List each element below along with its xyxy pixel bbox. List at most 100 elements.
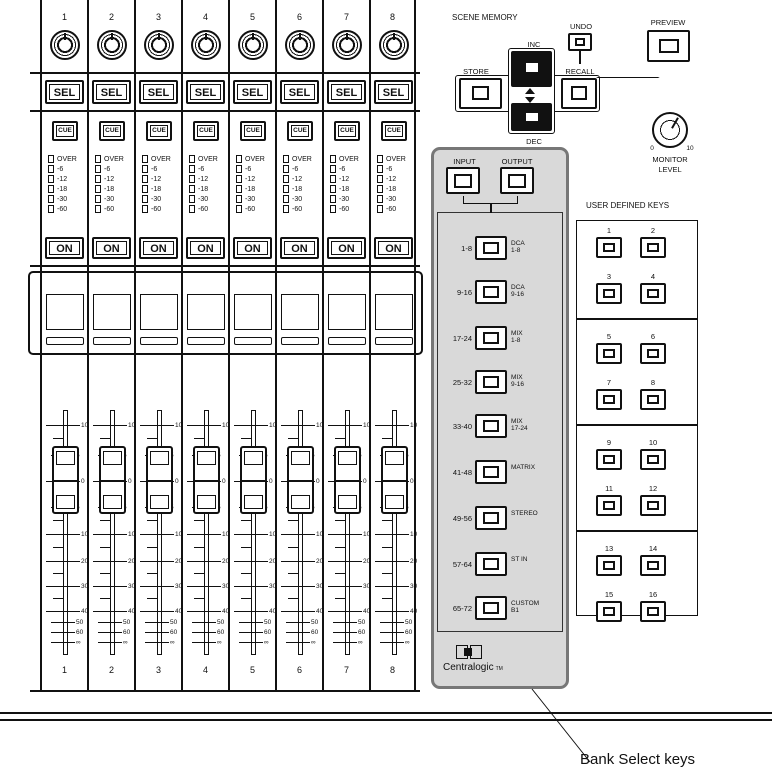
bank-select-button[interactable]	[475, 460, 507, 484]
sel-button[interactable]: SEL	[45, 80, 84, 104]
user-key-button[interactable]	[596, 555, 622, 576]
cue-button[interactable]: CUE	[146, 121, 172, 141]
fader-scale-label: 10	[128, 422, 136, 429]
fader-scale-label: 30	[222, 583, 230, 590]
channel-encoder-knob[interactable]	[191, 30, 221, 60]
fader-scale-tick	[328, 425, 362, 426]
channel-encoder-knob[interactable]	[50, 30, 80, 60]
cue-button[interactable]: CUE	[381, 121, 407, 141]
user-key-button[interactable]	[640, 389, 666, 410]
sel-label: SEL	[96, 84, 127, 100]
fader-knob[interactable]	[193, 446, 220, 514]
user-key-button[interactable]	[640, 449, 666, 470]
channel-encoder-knob[interactable]	[144, 30, 174, 60]
bank-input-button[interactable]	[446, 167, 480, 194]
cue-button[interactable]: CUE	[99, 121, 125, 141]
fader-minor-tick	[100, 520, 110, 521]
fader-scale-label: 60	[217, 629, 225, 636]
recall-button[interactable]	[561, 78, 597, 109]
meter-label: -30	[245, 195, 256, 203]
sel-button[interactable]: SEL	[186, 80, 225, 104]
preview-button[interactable]	[647, 30, 690, 62]
cue-button[interactable]: CUE	[52, 121, 78, 141]
channel-encoder-knob[interactable]	[285, 30, 315, 60]
fader-minor-tick	[241, 520, 251, 521]
cue-button[interactable]: CUE	[193, 121, 219, 141]
sel-button[interactable]: SEL	[92, 80, 131, 104]
fader-scale-label: 0	[363, 478, 367, 485]
on-button[interactable]: ON	[280, 237, 319, 259]
meter-led	[330, 165, 336, 173]
user-key-button[interactable]	[596, 283, 622, 304]
fader-scale-label: 40	[81, 608, 89, 615]
user-key-button[interactable]	[596, 495, 622, 516]
meter-led	[95, 205, 101, 213]
channel-encoder-knob[interactable]	[238, 30, 268, 60]
meter-label: -30	[151, 195, 162, 203]
sel-button[interactable]: SEL	[280, 80, 319, 104]
sel-button[interactable]: SEL	[139, 80, 178, 104]
fader-knob[interactable]	[52, 446, 79, 514]
channel-name-display	[93, 294, 131, 330]
channel-encoder-knob[interactable]	[379, 30, 409, 60]
bank-select-button[interactable]	[475, 552, 507, 576]
fader-scale-label: 30	[363, 583, 371, 590]
undo-label: UNDO	[569, 22, 593, 31]
bank-select-button[interactable]	[475, 414, 507, 438]
bank-select-button[interactable]	[475, 236, 507, 260]
on-button[interactable]: ON	[186, 237, 225, 259]
monitor-level-knob[interactable]	[652, 112, 688, 148]
cue-button[interactable]: CUE	[287, 121, 313, 141]
fader-knob[interactable]	[381, 446, 408, 514]
undo-button[interactable]	[568, 33, 592, 51]
user-key-button[interactable]	[596, 343, 622, 364]
user-key-button[interactable]	[640, 283, 666, 304]
fader-knob[interactable]	[99, 446, 126, 514]
sel-button[interactable]: SEL	[327, 80, 366, 104]
channel-number-bottom: 6	[296, 665, 302, 675]
user-key-button[interactable]	[596, 237, 622, 258]
fader-scale-label: 40	[222, 608, 230, 615]
channel-encoder-knob[interactable]	[97, 30, 127, 60]
on-button[interactable]: ON	[139, 237, 178, 259]
on-label: ON	[284, 241, 315, 255]
fader-knob[interactable]	[146, 446, 173, 514]
sel-button[interactable]: SEL	[374, 80, 413, 104]
fader-scale-label: 0	[316, 478, 320, 485]
fader-knob[interactable]	[240, 446, 267, 514]
meter-led	[48, 185, 54, 193]
fader-knob[interactable]	[287, 446, 314, 514]
store-button[interactable]	[459, 78, 502, 109]
user-key-button[interactable]	[640, 237, 666, 258]
user-key-button[interactable]	[640, 495, 666, 516]
on-button[interactable]: ON	[92, 237, 131, 259]
bank-output-button[interactable]	[500, 167, 534, 194]
user-key-button[interactable]	[596, 449, 622, 470]
on-button[interactable]: ON	[374, 237, 413, 259]
user-key-button[interactable]	[596, 389, 622, 410]
cue-button[interactable]: CUE	[334, 121, 360, 141]
fader-scale-label: 60	[170, 629, 178, 636]
user-key-button[interactable]	[640, 343, 666, 364]
on-button[interactable]: ON	[45, 237, 84, 259]
meter-label: -18	[339, 185, 350, 193]
bank-select-button[interactable]	[475, 370, 507, 394]
dec-button[interactable]	[511, 103, 552, 131]
meter-row: -30	[189, 194, 229, 204]
fader-knob[interactable]	[334, 446, 361, 514]
channel-encoder-knob[interactable]	[332, 30, 362, 60]
user-key-button[interactable]	[596, 601, 622, 622]
on-button[interactable]: ON	[327, 237, 366, 259]
bank-select-button[interactable]	[475, 506, 507, 530]
user-key-button[interactable]	[640, 555, 666, 576]
sel-button[interactable]: SEL	[233, 80, 272, 104]
on-button[interactable]: ON	[233, 237, 272, 259]
meter-row: -12	[283, 174, 323, 184]
meter-led	[189, 175, 195, 183]
user-key-button[interactable]	[640, 601, 666, 622]
cue-button[interactable]: CUE	[240, 121, 266, 141]
bank-select-button[interactable]	[475, 326, 507, 350]
inc-button[interactable]	[511, 51, 552, 87]
bank-select-button[interactable]	[475, 596, 507, 620]
bank-select-button[interactable]	[475, 280, 507, 304]
